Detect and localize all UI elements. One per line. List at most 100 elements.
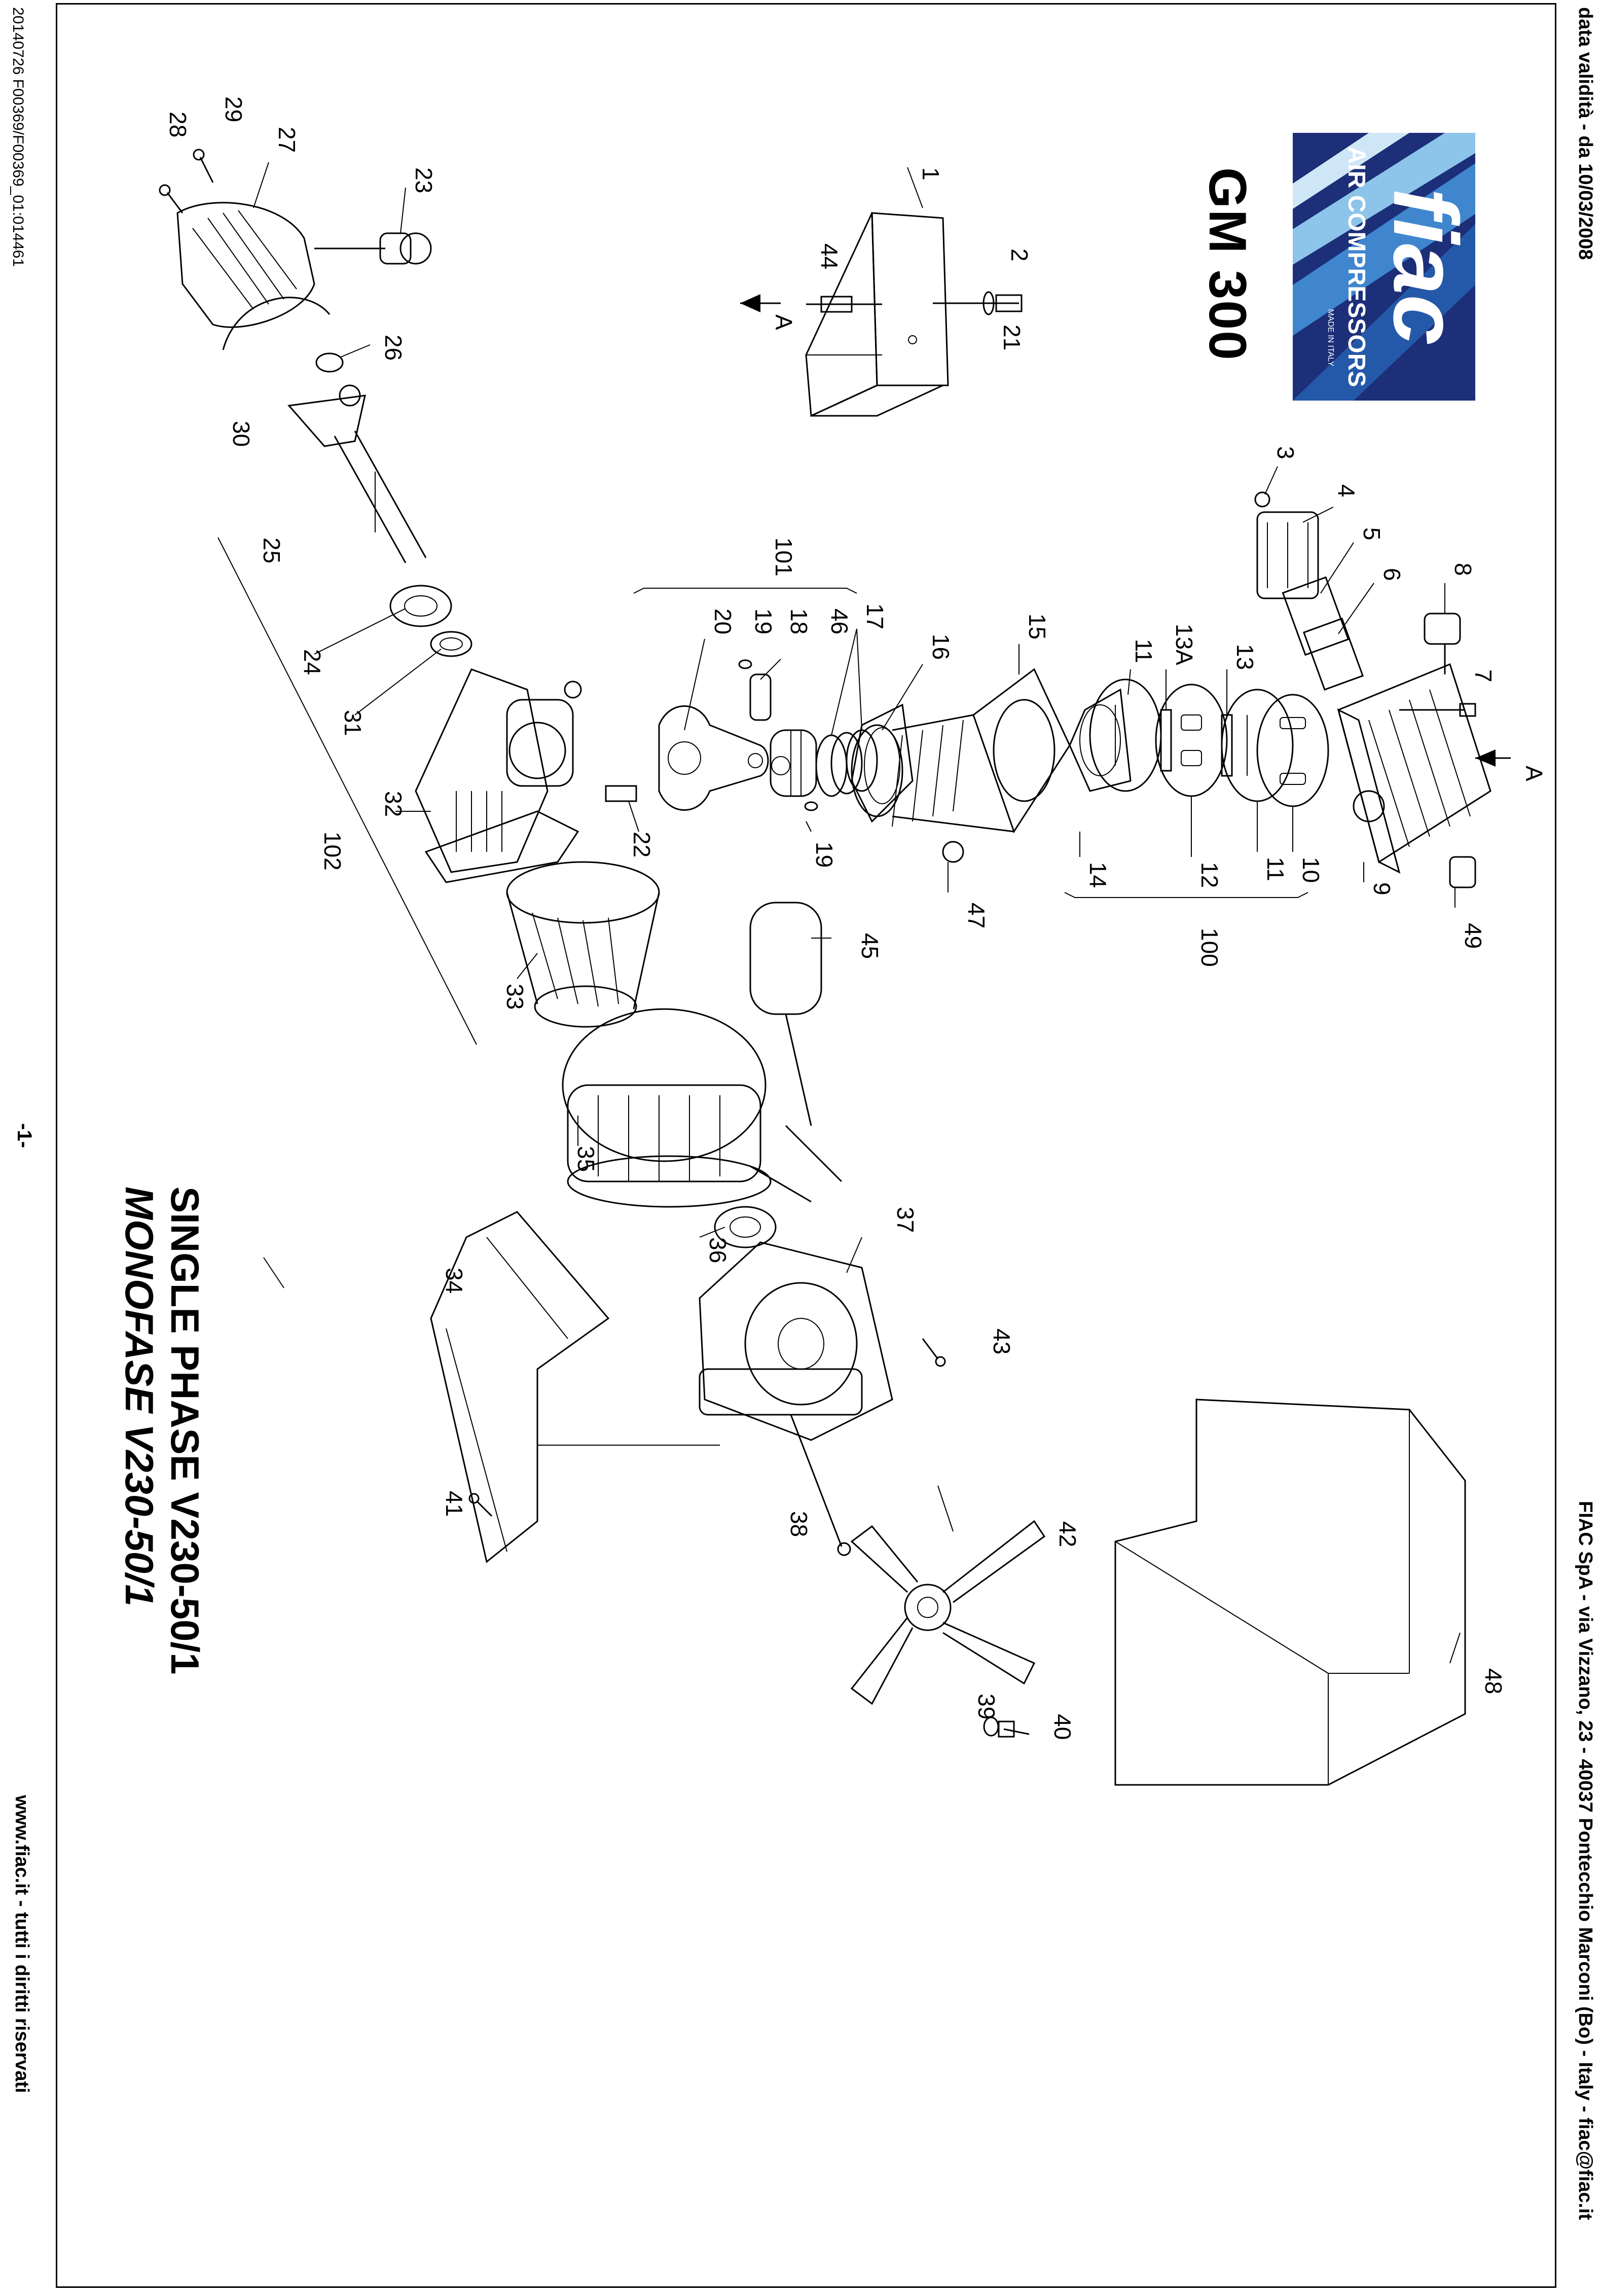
callout-16: 16 (928, 634, 954, 660)
callout-101: 101 (771, 537, 797, 577)
part-26-circlip (315, 352, 344, 373)
callout-27: 27 (274, 127, 300, 153)
logo-subtitle: AIR COMPRESSORS (1343, 147, 1370, 387)
part-13A-reed (1160, 709, 1172, 772)
callout-32: 32 (380, 791, 407, 817)
arrow-label-a-left: A (771, 314, 797, 330)
callout-14: 14 (1085, 862, 1111, 888)
callout-11-upper: 11 (1131, 639, 1157, 663)
callout-3: 3 (1272, 446, 1299, 459)
part-8-fitting (1424, 613, 1461, 674)
part-36-bearing (714, 1206, 777, 1248)
callout-10: 10 (1298, 857, 1324, 883)
part-20-connecting-rod (658, 705, 769, 811)
callout-4: 4 (1333, 484, 1360, 497)
part-41-screw (468, 1493, 493, 1517)
part-16-gasket (851, 703, 914, 823)
callout-13A: 13A (1171, 624, 1197, 665)
callout-26: 26 (380, 335, 407, 361)
page-frame (56, 3, 1556, 2288)
callout-33: 33 (502, 984, 528, 1010)
part-31-seal (430, 631, 472, 657)
logo-brand: fiac (1374, 188, 1475, 345)
part-47-nut (942, 841, 964, 863)
callout-17: 17 (862, 603, 888, 629)
part-44-stud (740, 294, 882, 313)
part-9-cylinder-head (1337, 663, 1511, 874)
part-11b-gasket (1089, 678, 1162, 792)
part-40-screw (998, 1720, 1030, 1738)
part-32-crankcase (415, 668, 582, 883)
part-37-end-shield (699, 1241, 893, 1441)
logo-made-in-italy: MADE IN ITALY (1326, 309, 1335, 367)
callout-30: 30 (228, 421, 254, 447)
callout-37: 37 (892, 1207, 919, 1233)
part-38-tie-rod (790, 1414, 851, 1556)
callout-40: 40 (1049, 1714, 1076, 1740)
callout-36: 36 (705, 1237, 731, 1263)
callout-43: 43 (989, 1329, 1015, 1354)
part-18-pin (749, 673, 772, 721)
callout-38: 38 (786, 1511, 812, 1537)
callout-2: 2 (1006, 248, 1033, 262)
callout-48: 48 (1480, 1668, 1507, 1694)
callout-29: 29 (221, 96, 247, 122)
part-45-capacitor (749, 902, 843, 1182)
callout-102: 102 (319, 832, 346, 871)
callout-19-upper: 19 (750, 608, 777, 634)
callout-15: 15 (1024, 614, 1050, 639)
part-15-cylinder (851, 668, 1071, 834)
part-49-plug (1449, 856, 1476, 888)
callout-22: 22 (629, 832, 655, 857)
callout-9: 9 (1369, 882, 1395, 895)
callout-23: 23 (411, 167, 437, 193)
callout-28: 28 (165, 112, 191, 137)
callout-47: 47 (963, 903, 990, 928)
callout-11-lower: 11 (1262, 857, 1289, 881)
leader-lines (253, 162, 1461, 1664)
fiac-logo: fiac AIR COMPRESSORS MADE IN ITALY (1293, 133, 1476, 401)
part-34-cowl (430, 1211, 720, 1563)
part-22-stud (605, 785, 637, 802)
group-101-bracket (633, 588, 857, 594)
part-5-plate (1282, 576, 1350, 656)
callout-6: 6 (1379, 568, 1405, 581)
part-42-fan (850, 1520, 1046, 1705)
callout-34: 34 (441, 1268, 467, 1294)
callout-25: 25 (259, 537, 285, 563)
part-24-bearing (389, 585, 452, 627)
group-102-bracket (217, 537, 477, 1045)
part-7-screw (1399, 703, 1476, 717)
callout-8: 8 (1450, 563, 1476, 576)
part-2-screw (933, 291, 1023, 315)
callout-31: 31 (340, 710, 366, 736)
part-33-filter (506, 861, 660, 1028)
callout-1: 1 (918, 167, 944, 181)
part-43-screw (922, 1338, 946, 1367)
callout-46: 46 (826, 608, 853, 634)
part-14-gasket (1069, 688, 1132, 792)
callout-39: 39 (973, 1694, 1000, 1719)
part-23-thermal-switch (314, 232, 432, 265)
part-48-cover (1114, 1398, 1466, 1786)
callout-21: 21 (999, 325, 1025, 350)
callout-18: 18 (786, 608, 812, 634)
callout-41: 41 (441, 1491, 467, 1517)
callout-5: 5 (1359, 527, 1385, 541)
part-29-screw (193, 149, 214, 183)
callout-19-lower: 19 (811, 842, 838, 868)
callout-44: 44 (816, 243, 843, 269)
callout-42: 42 (1054, 1521, 1081, 1547)
part-19-circlip (738, 659, 818, 811)
part-27-cover (176, 202, 315, 328)
group-100-bracket (1064, 892, 1308, 898)
part-30-gasket (222, 297, 331, 350)
part-39-washer (983, 1716, 999, 1737)
callout-20: 20 (710, 608, 736, 634)
callout-12: 12 (1196, 862, 1223, 888)
part-28-screw (159, 184, 184, 213)
part-1-bracket (805, 167, 949, 417)
part-17-rings (815, 729, 878, 797)
part-25-crankshaft (287, 384, 427, 563)
